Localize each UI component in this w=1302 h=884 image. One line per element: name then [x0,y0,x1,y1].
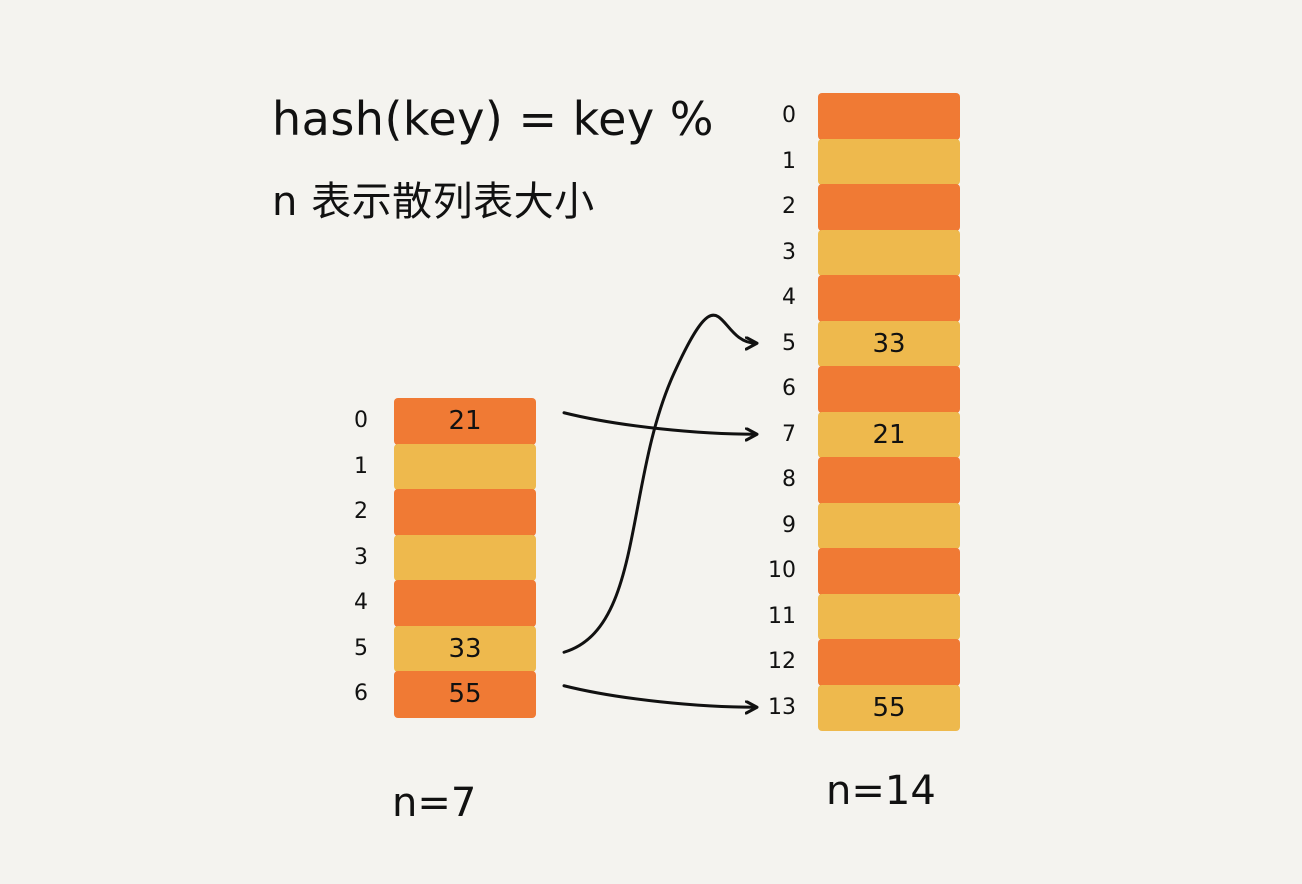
small-slot-value [394,489,536,536]
large-slot-index-label: 7 [782,421,796,447]
large-slot-value: 21 [872,419,906,450]
small-slot-index-label: 2 [354,499,368,524]
small-slot-3 [394,534,536,582]
small-slot-1 [394,443,536,491]
large-slot-index-label: 2 [782,194,796,219]
large-slot-0 [818,93,960,140]
hash-formula: hash(key) = key % [272,92,715,146]
small-slot-value: 21 [448,406,482,437]
small-slot-6: 55 [394,671,536,718]
large-slot-13: 55 [818,684,960,731]
large-slot-value: 33 [872,328,906,359]
large-slot-value [818,184,960,231]
small-slot-index-label: 4 [354,590,368,615]
large-slot-index-label: 1 [782,148,796,174]
large-slot-value [818,503,960,550]
large-slot-11 [818,593,960,641]
large-table-size-label: n=14 [826,768,936,814]
large-slot-value [818,639,960,686]
rehash-arrow-55 [562,684,756,708]
large-slot-value [818,275,960,322]
large-slot-4 [818,275,960,322]
large-slot-index-label: 10 [768,558,796,583]
large-slot-index-label: 9 [782,512,796,538]
large-slot-index-label: 0 [782,103,796,128]
small-slot-index-label: 6 [354,681,368,706]
small-slot-value [394,444,536,491]
large-slot-6 [818,366,960,413]
large-slot-7: 21 [818,411,960,458]
small-slot-index-label: 5 [354,635,368,661]
large-slot-2 [818,184,960,231]
large-slot-index-label: 12 [768,649,796,674]
large-slot-value [818,139,960,186]
small-slot-index-label: 3 [354,544,368,570]
small-slot-value: 55 [448,679,482,710]
small-slot-0: 21 [394,398,536,445]
large-slot-value [818,366,960,413]
large-slot-value [818,457,960,504]
small-slot-4 [394,580,536,627]
large-slot-index-label: 5 [782,330,796,356]
large-slot-index-label: 6 [782,376,796,401]
large-slot-index-label: 4 [782,285,796,310]
small-slot-value [394,580,536,627]
formula-explanation: n 表示散列表大小 [272,179,595,225]
large-slot-5: 33 [818,320,960,367]
small-slot-5: 33 [394,625,536,672]
large-slot-value [818,93,960,140]
large-slot-value: 55 [872,692,906,723]
large-slot-10 [818,548,960,595]
large-slot-index-label: 8 [782,467,796,492]
large-slot-9 [818,502,960,550]
large-slot-index-label: 11 [768,603,796,629]
large-slot-12 [818,639,960,686]
small-slot-index-label: 1 [354,453,368,479]
large-slot-index-label: 13 [768,694,796,720]
rehash-arrow-21 [562,411,756,435]
large-slot-8 [818,457,960,504]
large-slot-3 [818,229,960,277]
large-slot-value [818,230,960,277]
large-slot-value [818,594,960,641]
small-slot-value [394,535,536,582]
large-slot-index-label: 3 [782,239,796,265]
small-table-size-label: n=7 [392,780,477,826]
large-slot-1 [818,138,960,186]
small-slot-2 [394,489,536,536]
large-slot-value [818,548,960,595]
small-slot-value: 33 [448,633,482,664]
rehash-arrow-33 [562,313,756,654]
small-slot-index-label: 0 [354,408,368,433]
